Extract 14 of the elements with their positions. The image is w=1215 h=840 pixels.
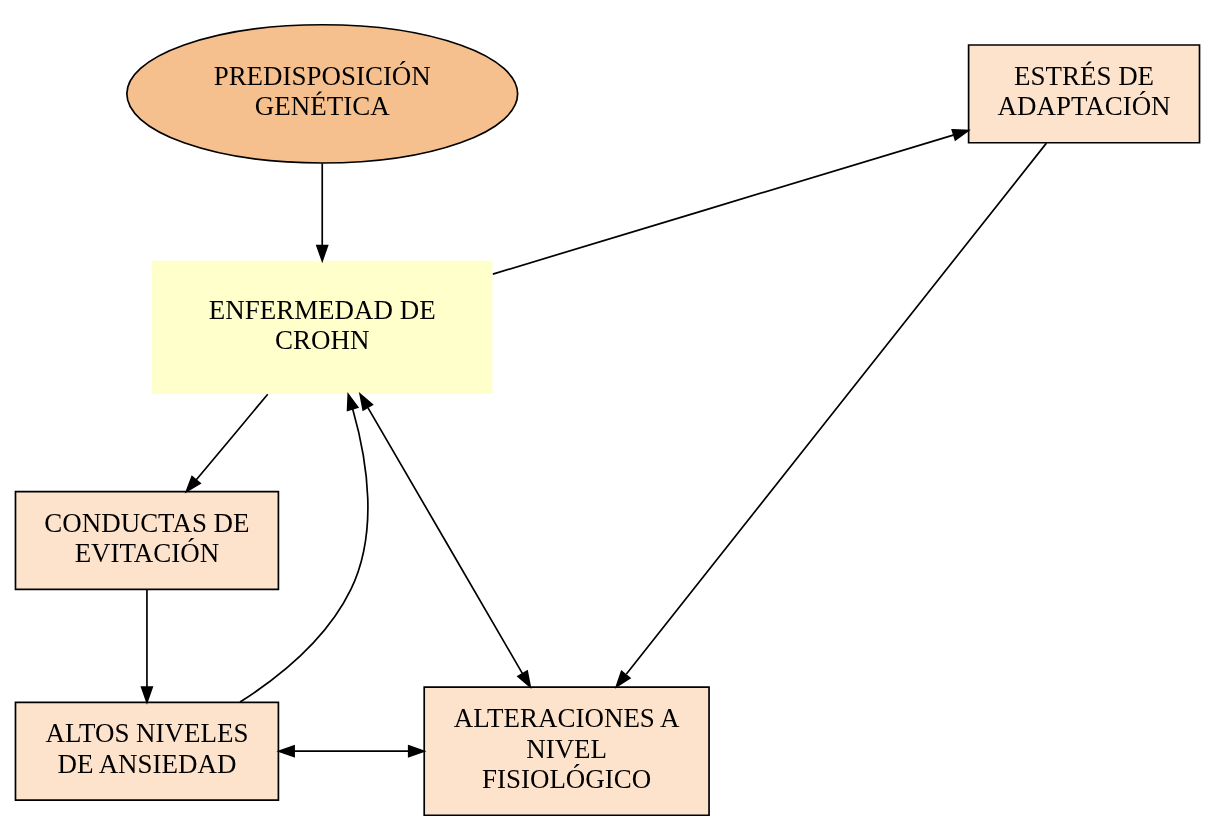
arrow: [239, 391, 369, 703]
node-box: ALTERACIONES A NIVEL FISIOLÓGICO: [423, 686, 710, 817]
arrow: [184, 393, 269, 494]
arrow: [492, 128, 971, 275]
node-box: ALTOS NIVELES DE ANSIEDAD: [14, 701, 280, 801]
arrow: [358, 392, 532, 690]
arrow: [140, 588, 154, 705]
arrow: [276, 744, 427, 758]
node-box: CONDUCTAS DE EVITACIÓN: [14, 490, 280, 591]
node-box: ENFERMEDAD DE CROHN: [152, 260, 493, 394]
arrow: [315, 162, 329, 264]
arrow: [614, 142, 1048, 689]
node-ellipse: PREDISPOSICIÓN GENÉTICA: [126, 23, 519, 164]
node-box: ESTRÉS DE ADAPTACIÓN: [967, 44, 1201, 144]
